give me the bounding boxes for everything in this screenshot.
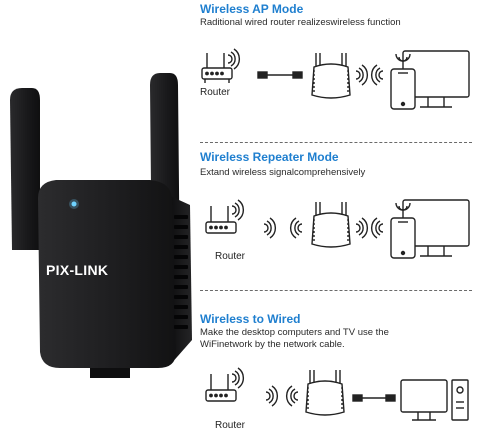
tablet-icon (390, 217, 416, 259)
wifi-icon (265, 385, 278, 407)
desktop-computer-icon (400, 379, 469, 421)
router-icon (201, 53, 233, 83)
wifi-icon (371, 217, 384, 239)
router-icon (205, 206, 237, 234)
mode-description: Raditional wired router realizeswireless… (200, 17, 401, 28)
wired-mode-diagram (205, 367, 469, 421)
left-antenna (10, 88, 40, 250)
device-body (38, 180, 188, 378)
mode-title: Wireless Repeater Mode (200, 150, 339, 164)
wifi-icon (371, 64, 384, 86)
wifi-icon (263, 217, 276, 239)
mode-description: Make the desktop computers and TV use th… (200, 327, 389, 338)
wifi-icon (231, 199, 244, 221)
brand-logo: PIX-LINK (46, 262, 109, 278)
extender-icon (311, 53, 351, 99)
mode-panel-ap: Wireless AP Mode Raditional wired router… (198, 0, 477, 140)
wifi-icon (355, 217, 368, 239)
router-label: Router (215, 251, 246, 262)
router-label: Router (215, 420, 246, 431)
mode-panel-wired: Wireless to Wired Make the desktop compu… (198, 292, 477, 435)
status-led (71, 201, 77, 207)
wifi-icon (395, 53, 411, 62)
mode-description: Extand wireless signalcomprehensively (200, 167, 366, 178)
product-image: PIX-LINK (0, 0, 200, 435)
mode-title: Wireless AP Mode (200, 2, 304, 16)
router-icon (205, 374, 237, 402)
mode-title: Wireless to Wired (200, 312, 301, 326)
repeater-mode-diagram (205, 199, 470, 259)
extender-icon (305, 370, 345, 416)
extender-icon (311, 202, 351, 248)
mode-panel-repeater: Wireless Repeater Mode Extand wireless s… (198, 140, 477, 292)
section-divider (200, 142, 472, 143)
wifi-extender-device (10, 73, 192, 378)
cable-icon (257, 71, 303, 79)
wifi-icon (290, 217, 303, 239)
ap-mode-diagram (201, 48, 470, 110)
wifi-icon (395, 202, 411, 211)
wifi-icon (231, 367, 244, 389)
section-divider (200, 290, 472, 291)
router-label: Router (200, 87, 231, 98)
cable-icon (352, 394, 396, 402)
mode-description: WiFinetwork by the network cable. (200, 339, 345, 350)
wifi-icon (227, 48, 240, 70)
phone-icon (390, 68, 416, 110)
wifi-icon (286, 385, 299, 407)
wifi-icon (355, 64, 368, 86)
